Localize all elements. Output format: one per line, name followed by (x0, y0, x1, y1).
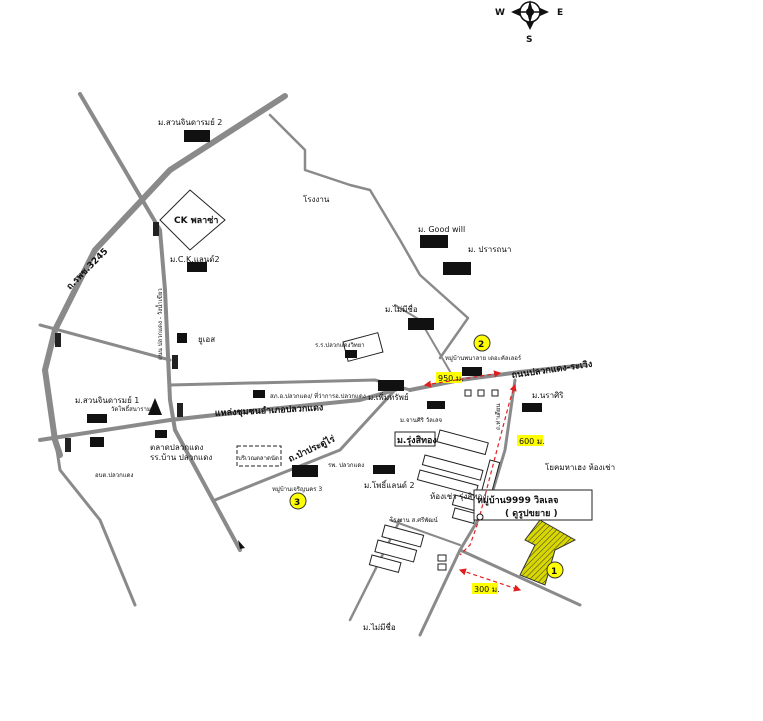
label-market: ตลาดปลวกแดง (150, 443, 203, 452)
markers: 1 2 3 (289, 334, 564, 579)
compass-east: E (557, 8, 563, 18)
village-icons (87, 130, 542, 477)
project-pin (476, 513, 484, 521)
label-main-project-sub: ( ดูรูปขยาย ) (505, 508, 558, 519)
target-project-area (519, 519, 577, 586)
marker-1: 1 (551, 567, 557, 577)
label-wat: วัดโพธิ์สนาราม (111, 404, 151, 413)
compass-south: S (526, 35, 532, 45)
label-market-area: บริเวณตลาดนัด (238, 455, 279, 462)
label-suanchindara1: ม.สวนจินดารมย์ 1 (75, 395, 139, 405)
road-3245-label: ถ.รพช.3245 (65, 247, 110, 292)
label-police: อบต.ปลวกแดง (95, 472, 133, 479)
label-phermsap: ม.เพิ่มทรัพย์ (368, 391, 409, 402)
label-main-project: หมู่บ้าน9999 วิลเลจ (477, 495, 558, 506)
label-plaeng-hospital: รพ. ปลวกแดง (328, 462, 364, 469)
label-room-rent: ห้องเช่า รุ่งสิทอง (430, 492, 486, 501)
label-fence: ม.ไม่มีชื่อ (363, 621, 396, 632)
road-plaeng-rayong-label: ถนนปลวกแดง-ระเวิง (511, 359, 593, 381)
label-suanchindara2: ม.สวนจินดารมย์ 2 (158, 117, 222, 127)
label-goodwill: ม. Good will (418, 225, 465, 234)
direction-arrow (238, 540, 245, 549)
road-plaeng-wangnamkheaw-label: ถนน ปลวกแดง - วังน้ำเขียว (154, 288, 164, 360)
label-community: แหล่งชุมชนอำเภอปลวกแดง (215, 402, 324, 419)
label-school: ร.ร.ปลวกแดงวิทยา (315, 342, 365, 349)
ck-plaza-diamond (159, 189, 226, 251)
traffic-lights (55, 222, 183, 452)
market-area-box (236, 445, 282, 467)
distance-950: 950 ม. (438, 374, 464, 383)
label-inter-residence: หมู่บ้านพนาลาย เดอะคัลเลอร์ (445, 354, 522, 362)
compass: W E S (495, 0, 563, 45)
label-big-c: ยูเอส (198, 335, 215, 345)
rung-sithong-box (394, 431, 436, 447)
label-rp-plaeng: รร.บ้าน ปลวกแดง (150, 453, 212, 462)
label-ck-land2: ม.C.K.แลนด์2 (170, 254, 220, 264)
distance-lines (423, 370, 522, 592)
label-phosilan2: ม.โพธิ์แลนด์ 2 (364, 479, 415, 490)
d600-highlight (517, 435, 543, 446)
label-charoenkong3: หมู่บ้านเจริญนคร 3 (272, 486, 322, 493)
marker-3: 3 (294, 498, 300, 508)
label-factory: โรงงาน (303, 194, 330, 204)
label-mai-mi-chue1: ม.ไม่มีชื่อ (385, 303, 418, 314)
label-rung-sithong: ม.รุ่งสิทอง (397, 435, 437, 446)
label-factory2: โรงงาน ส.ศรีพัฒน์ (390, 516, 438, 524)
main-project-label-box (473, 489, 593, 521)
label-pratthana: ม. ปรารถนา (468, 245, 511, 254)
compass-west: W (495, 8, 505, 18)
label-district-office: สภ.อ.ปลวกแดง/ ที่ว่าการอ.ปลวกแดง (270, 392, 366, 400)
road-network (38, 92, 587, 637)
road-side-label: ถ.ท่าเตียน (494, 404, 502, 430)
label-jansiri: ม.จานศิริ วัลเลจ (400, 417, 442, 424)
building-blocks (368, 389, 501, 574)
label-room-rent2: โยคมหาเฮง ห้องเช่า (545, 462, 615, 472)
label-rasiri: ม.นราศิริ (532, 391, 564, 400)
marker-2: 2 (478, 340, 484, 350)
distance-300: 300 ม. (474, 585, 500, 594)
distance-600: 600 ม. (519, 437, 545, 446)
label-ck-plaza: CK พลาซ่า (174, 215, 218, 226)
